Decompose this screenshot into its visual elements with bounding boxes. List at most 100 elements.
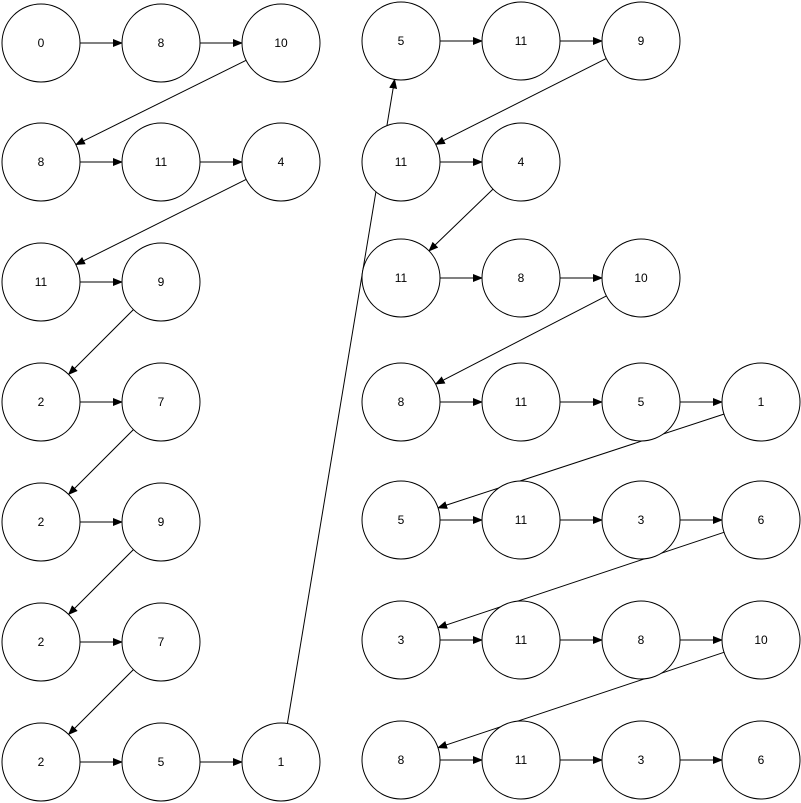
node-label: 8 [398, 395, 405, 409]
node-label: 9 [638, 34, 645, 48]
node-0: 0 [1, 3, 81, 83]
node-circle [481, 1, 561, 81]
node-circle [481, 600, 561, 680]
node-circle [481, 480, 561, 560]
node-label: 4 [278, 155, 285, 169]
node-23: 8 [481, 238, 561, 318]
node-24: 10 [601, 238, 681, 318]
node-31: 3 [601, 480, 681, 560]
node-label: 1 [758, 395, 765, 409]
node-37: 8 [361, 720, 441, 800]
node-25: 8 [361, 362, 441, 442]
node-label: 10 [274, 36, 288, 50]
node-label: 8 [518, 271, 525, 285]
node-22: 11 [361, 238, 441, 318]
node-35: 8 [601, 600, 681, 680]
node-label: 3 [398, 633, 405, 647]
node-circle [361, 362, 441, 442]
node-circle [361, 122, 441, 202]
node-label: 8 [398, 753, 405, 767]
node-label: 7 [158, 395, 165, 409]
edge-arrow-7 [67, 309, 134, 376]
node-29: 5 [361, 480, 441, 560]
node-33: 3 [361, 600, 441, 680]
node-circle [361, 1, 441, 81]
node-15: 5 [121, 722, 201, 802]
node-circle [361, 720, 441, 800]
node-3: 8 [1, 122, 81, 202]
node-label: 8 [158, 36, 165, 50]
edge-arrow-13 [67, 669, 134, 736]
node-5: 4 [241, 122, 321, 202]
node-label: 10 [634, 271, 648, 285]
node-label: 10 [754, 633, 768, 647]
node-circle [721, 480, 801, 560]
node-circle [1, 362, 81, 442]
node-circle [241, 3, 321, 83]
node-19: 9 [601, 1, 681, 81]
node-label: 0 [38, 36, 45, 50]
edge-arrow-21 [428, 188, 494, 252]
node-circle [361, 238, 441, 318]
node-circle [241, 122, 321, 202]
node-label: 4 [518, 155, 525, 169]
node-circle [601, 600, 681, 680]
edge-arrow-2 [75, 59, 247, 146]
node-label: 5 [638, 395, 645, 409]
node-11: 9 [121, 482, 201, 562]
node-6: 11 [1, 242, 81, 322]
node-40: 6 [721, 720, 801, 800]
node-30: 11 [481, 480, 561, 560]
node-label: 11 [515, 395, 528, 409]
node-label: 11 [155, 155, 168, 169]
node-label: 5 [398, 34, 405, 48]
node-circle [121, 122, 201, 202]
node-4: 11 [121, 122, 201, 202]
node-label: 6 [758, 513, 765, 527]
node-label: 9 [158, 275, 165, 289]
node-label: 6 [758, 753, 765, 767]
edge-arrow-9 [67, 429, 134, 496]
node-circle [241, 722, 321, 802]
node-circle [601, 480, 681, 560]
node-7: 9 [121, 242, 201, 322]
node-label: 3 [638, 753, 645, 767]
node-38: 11 [481, 720, 561, 800]
node-label: 11 [35, 275, 48, 289]
node-32: 6 [721, 480, 801, 560]
node-circle [721, 362, 801, 442]
node-circle [1, 3, 81, 83]
node-circle [361, 480, 441, 560]
node-label: 3 [638, 513, 645, 527]
node-circle [601, 238, 681, 318]
edge-arrow-11 [67, 549, 134, 616]
node-circle [121, 242, 201, 322]
node-circle [121, 362, 201, 442]
node-circle [1, 482, 81, 562]
node-label: 2 [38, 515, 45, 529]
node-34: 11 [481, 600, 561, 680]
node-label: 11 [395, 155, 408, 169]
node-circle [481, 122, 561, 202]
edge-arrow-24 [434, 295, 607, 385]
node-1: 8 [121, 3, 201, 83]
node-label: 11 [395, 271, 408, 285]
node-circle [721, 600, 801, 680]
node-28: 1 [721, 362, 801, 442]
node-circle [1, 242, 81, 322]
node-circle [481, 362, 561, 442]
node-label: 7 [158, 635, 165, 649]
node-circle [121, 3, 201, 83]
node-12: 2 [1, 602, 81, 682]
node-circle [601, 362, 681, 442]
node-label: 8 [38, 155, 45, 169]
node-16: 1 [241, 722, 321, 802]
node-circle [121, 482, 201, 562]
node-label: 11 [515, 633, 528, 647]
node-label: 11 [515, 513, 528, 527]
node-circle [601, 1, 681, 81]
node-27: 5 [601, 362, 681, 442]
edge-arrow-28 [437, 413, 725, 509]
